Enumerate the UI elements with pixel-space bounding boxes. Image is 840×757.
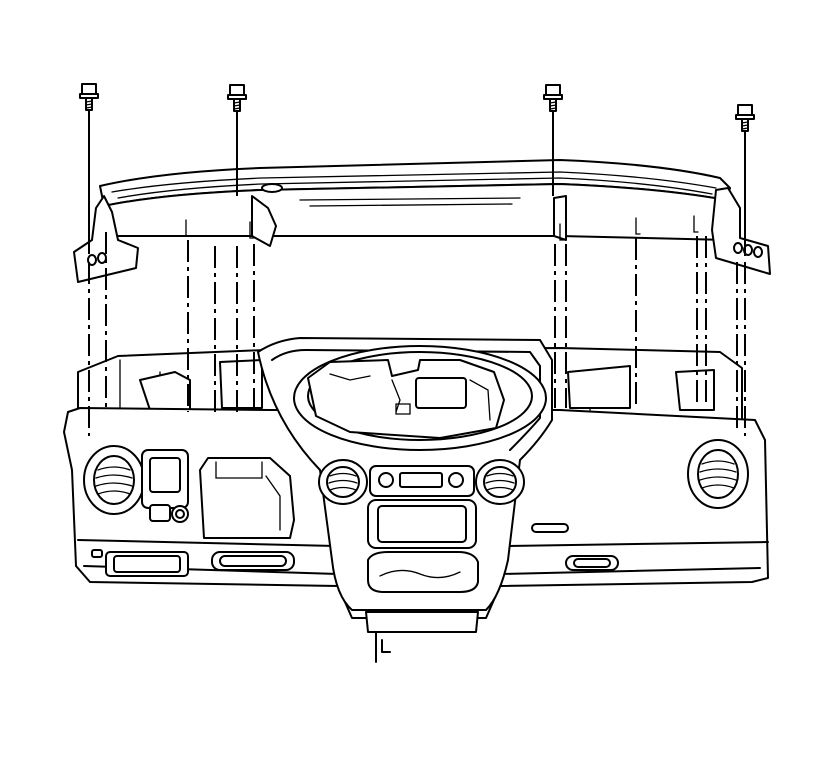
instrument-panel-carrier: [73, 159, 771, 283]
glove-box-icon: [531, 523, 619, 571]
left-inner-bracket: [219, 359, 263, 409]
switch-cluster: [141, 449, 189, 523]
air-vent-icon: [318, 459, 368, 505]
bolt-icon: [543, 84, 563, 112]
right-end-bracket: [711, 187, 771, 275]
bolt-icon: [79, 83, 99, 111]
left-bracket: [139, 371, 191, 411]
right-flange: [553, 195, 567, 241]
alignment-guides: [88, 110, 746, 436]
air-vent-icon: [475, 459, 525, 505]
bolt-icon: [735, 104, 755, 132]
right-inner-bracket: [567, 365, 631, 409]
air-vent-icon: [83, 445, 145, 515]
instrument-panel: [63, 337, 769, 663]
air-vent-icon: [687, 439, 749, 509]
right-bracket: [675, 369, 715, 411]
cupholder: [367, 551, 479, 593]
lower-support-bracket: [365, 611, 479, 633]
radio-control-icon: [367, 465, 477, 549]
bolt-icon: [227, 84, 247, 112]
left-flange: [251, 195, 277, 247]
